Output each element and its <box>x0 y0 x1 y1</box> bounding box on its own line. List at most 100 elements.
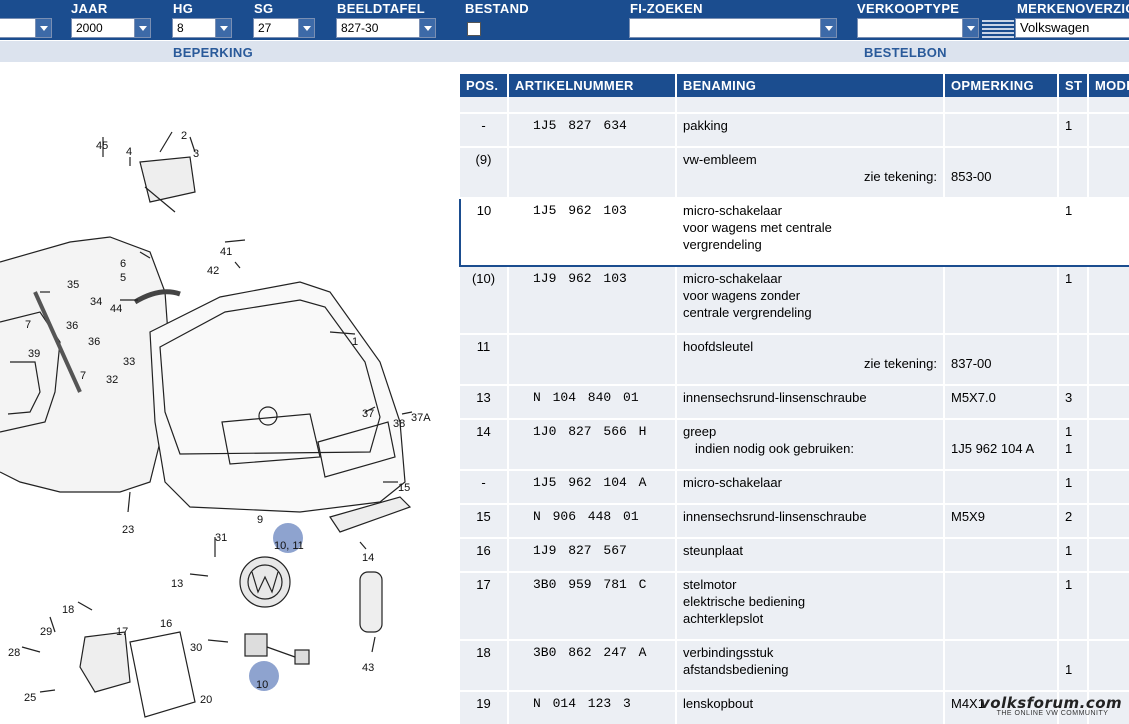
callout-label[interactable]: 43 <box>362 662 375 674</box>
beeldtafel-select[interactable]: 827-30 <box>336 18 436 38</box>
cell-st: 1 <box>1058 266 1089 335</box>
callout-label[interactable]: 15 <box>398 482 411 494</box>
callout-label[interactable]: 35 <box>67 279 80 291</box>
verkooptype-select[interactable] <box>857 18 979 38</box>
callout-label[interactable]: 4 <box>126 146 133 158</box>
opmerking-line <box>951 423 1051 440</box>
callout-label[interactable]: 34 <box>90 296 103 308</box>
hg-value: 8 <box>177 21 184 35</box>
callout-label[interactable]: 36 <box>88 336 101 348</box>
callout-label[interactable]: 36 <box>66 320 79 332</box>
cell-opmerking: 853-00 <box>944 147 1059 199</box>
hg-select[interactable]: 8 <box>172 18 232 38</box>
callout-label[interactable]: 7 <box>25 319 32 331</box>
callout-label[interactable]: 18 <box>62 604 75 616</box>
callout-label[interactable]: 10 <box>256 679 269 691</box>
sg-select[interactable]: 27 <box>253 18 315 38</box>
callout-label[interactable]: 5 <box>120 272 127 284</box>
callout-label[interactable]: 39 <box>28 348 41 360</box>
opmerking-line <box>951 644 1051 661</box>
header-st[interactable]: ST <box>1058 74 1089 97</box>
jaar-select[interactable]: 2000 <box>71 18 151 38</box>
callout-label[interactable]: 3 <box>193 148 200 160</box>
cell-st <box>1058 334 1089 386</box>
callout-label[interactable]: 2 <box>181 130 188 142</box>
header-model[interactable]: MODEL <box>1088 74 1129 97</box>
cell-opmerking: M5X7.0 <box>944 385 1059 420</box>
opmerking-line <box>951 117 1051 134</box>
callout-label[interactable]: 37 <box>362 408 375 420</box>
benaming-line: pakking <box>683 118 728 133</box>
beperking-link[interactable]: BEPERKING <box>173 45 253 60</box>
callout-label[interactable]: 42 <box>207 265 220 277</box>
callout-label[interactable]: 25 <box>24 692 37 704</box>
table-header: POS. ARTIKELNUMMER BENAMING OPMERKING ST… <box>460 74 1129 97</box>
callout-label[interactable]: 37A <box>411 412 431 424</box>
cell-opmerking: 837-00 <box>944 334 1059 386</box>
callout-label[interactable]: 31 <box>215 532 228 544</box>
header-benaming[interactable]: BENAMING <box>676 74 945 97</box>
callout-label[interactable]: 28 <box>8 647 21 659</box>
header-pos[interactable]: POS. <box>460 74 509 97</box>
callout-label[interactable]: 29 <box>40 626 53 638</box>
callout-label[interactable]: 20 <box>200 694 213 706</box>
first-select[interactable] <box>0 18 52 38</box>
cell-pos: 13 <box>460 385 509 420</box>
table-spacer-row <box>460 97 1129 114</box>
jaar-value: 2000 <box>76 21 103 35</box>
callout-label[interactable]: 23 <box>122 524 135 536</box>
st-line: 1 <box>1065 203 1073 218</box>
header-opmerking[interactable]: OPMERKING <box>944 74 1059 97</box>
st-line: 1 <box>1065 118 1073 133</box>
callout-label[interactable]: 41 <box>220 246 233 258</box>
callout-label[interactable]: 44 <box>110 303 123 315</box>
callout-label[interactable]: 1 <box>352 336 359 348</box>
opmerking-line: 1J5 962 104 A <box>951 441 1035 456</box>
cell-model <box>1088 147 1129 199</box>
callout-label[interactable]: 17 <box>116 626 129 638</box>
benaming-line: indien nodig ook gebruiken: <box>695 441 855 456</box>
callout-label[interactable]: 9 <box>257 514 264 526</box>
callout-label[interactable]: 32 <box>106 374 119 386</box>
callout-label[interactable]: 30 <box>190 642 203 654</box>
bestelbon-link[interactable]: BESTELBON <box>864 45 947 60</box>
chevron-down-icon <box>215 19 231 37</box>
cell-st: 1 <box>1058 538 1089 573</box>
callout-label[interactable]: 7 <box>80 370 87 382</box>
callout-label[interactable]: 38 <box>393 418 406 430</box>
callout-label[interactable]: 33 <box>123 356 136 368</box>
st-line <box>1065 644 1081 661</box>
volksforum-logo: volksforum.com THE ONLINE VW COMMUNITY <box>980 694 1125 720</box>
fi-zoeken-select[interactable] <box>629 18 837 38</box>
callout-highlight[interactable] <box>273 523 303 553</box>
callout-label[interactable]: 45 <box>96 140 109 152</box>
benaming-line: achterklepslot <box>683 611 764 626</box>
cell-artikelnummer: 1J5 827 634 <box>508 113 677 148</box>
benaming-line: voor wagens zonder <box>683 288 801 303</box>
callout-highlight[interactable] <box>249 661 279 691</box>
cell-pos: 10 <box>459 197 509 267</box>
cell-pos: 11 <box>460 334 509 386</box>
callout-label[interactable]: 16 <box>160 618 173 630</box>
callout-label[interactable]: 13 <box>171 578 184 590</box>
merkenoverzicht-select[interactable]: Volkswagen <box>1015 18 1129 38</box>
header-artikelnummer[interactable]: ARTIKELNUMMER <box>508 74 677 97</box>
callout-label[interactable]: 14 <box>362 552 375 564</box>
callout-label[interactable]: 6 <box>120 258 127 270</box>
bestand-checkbox[interactable] <box>467 22 481 36</box>
callout-label[interactable]: 10, 11 <box>274 540 304 552</box>
